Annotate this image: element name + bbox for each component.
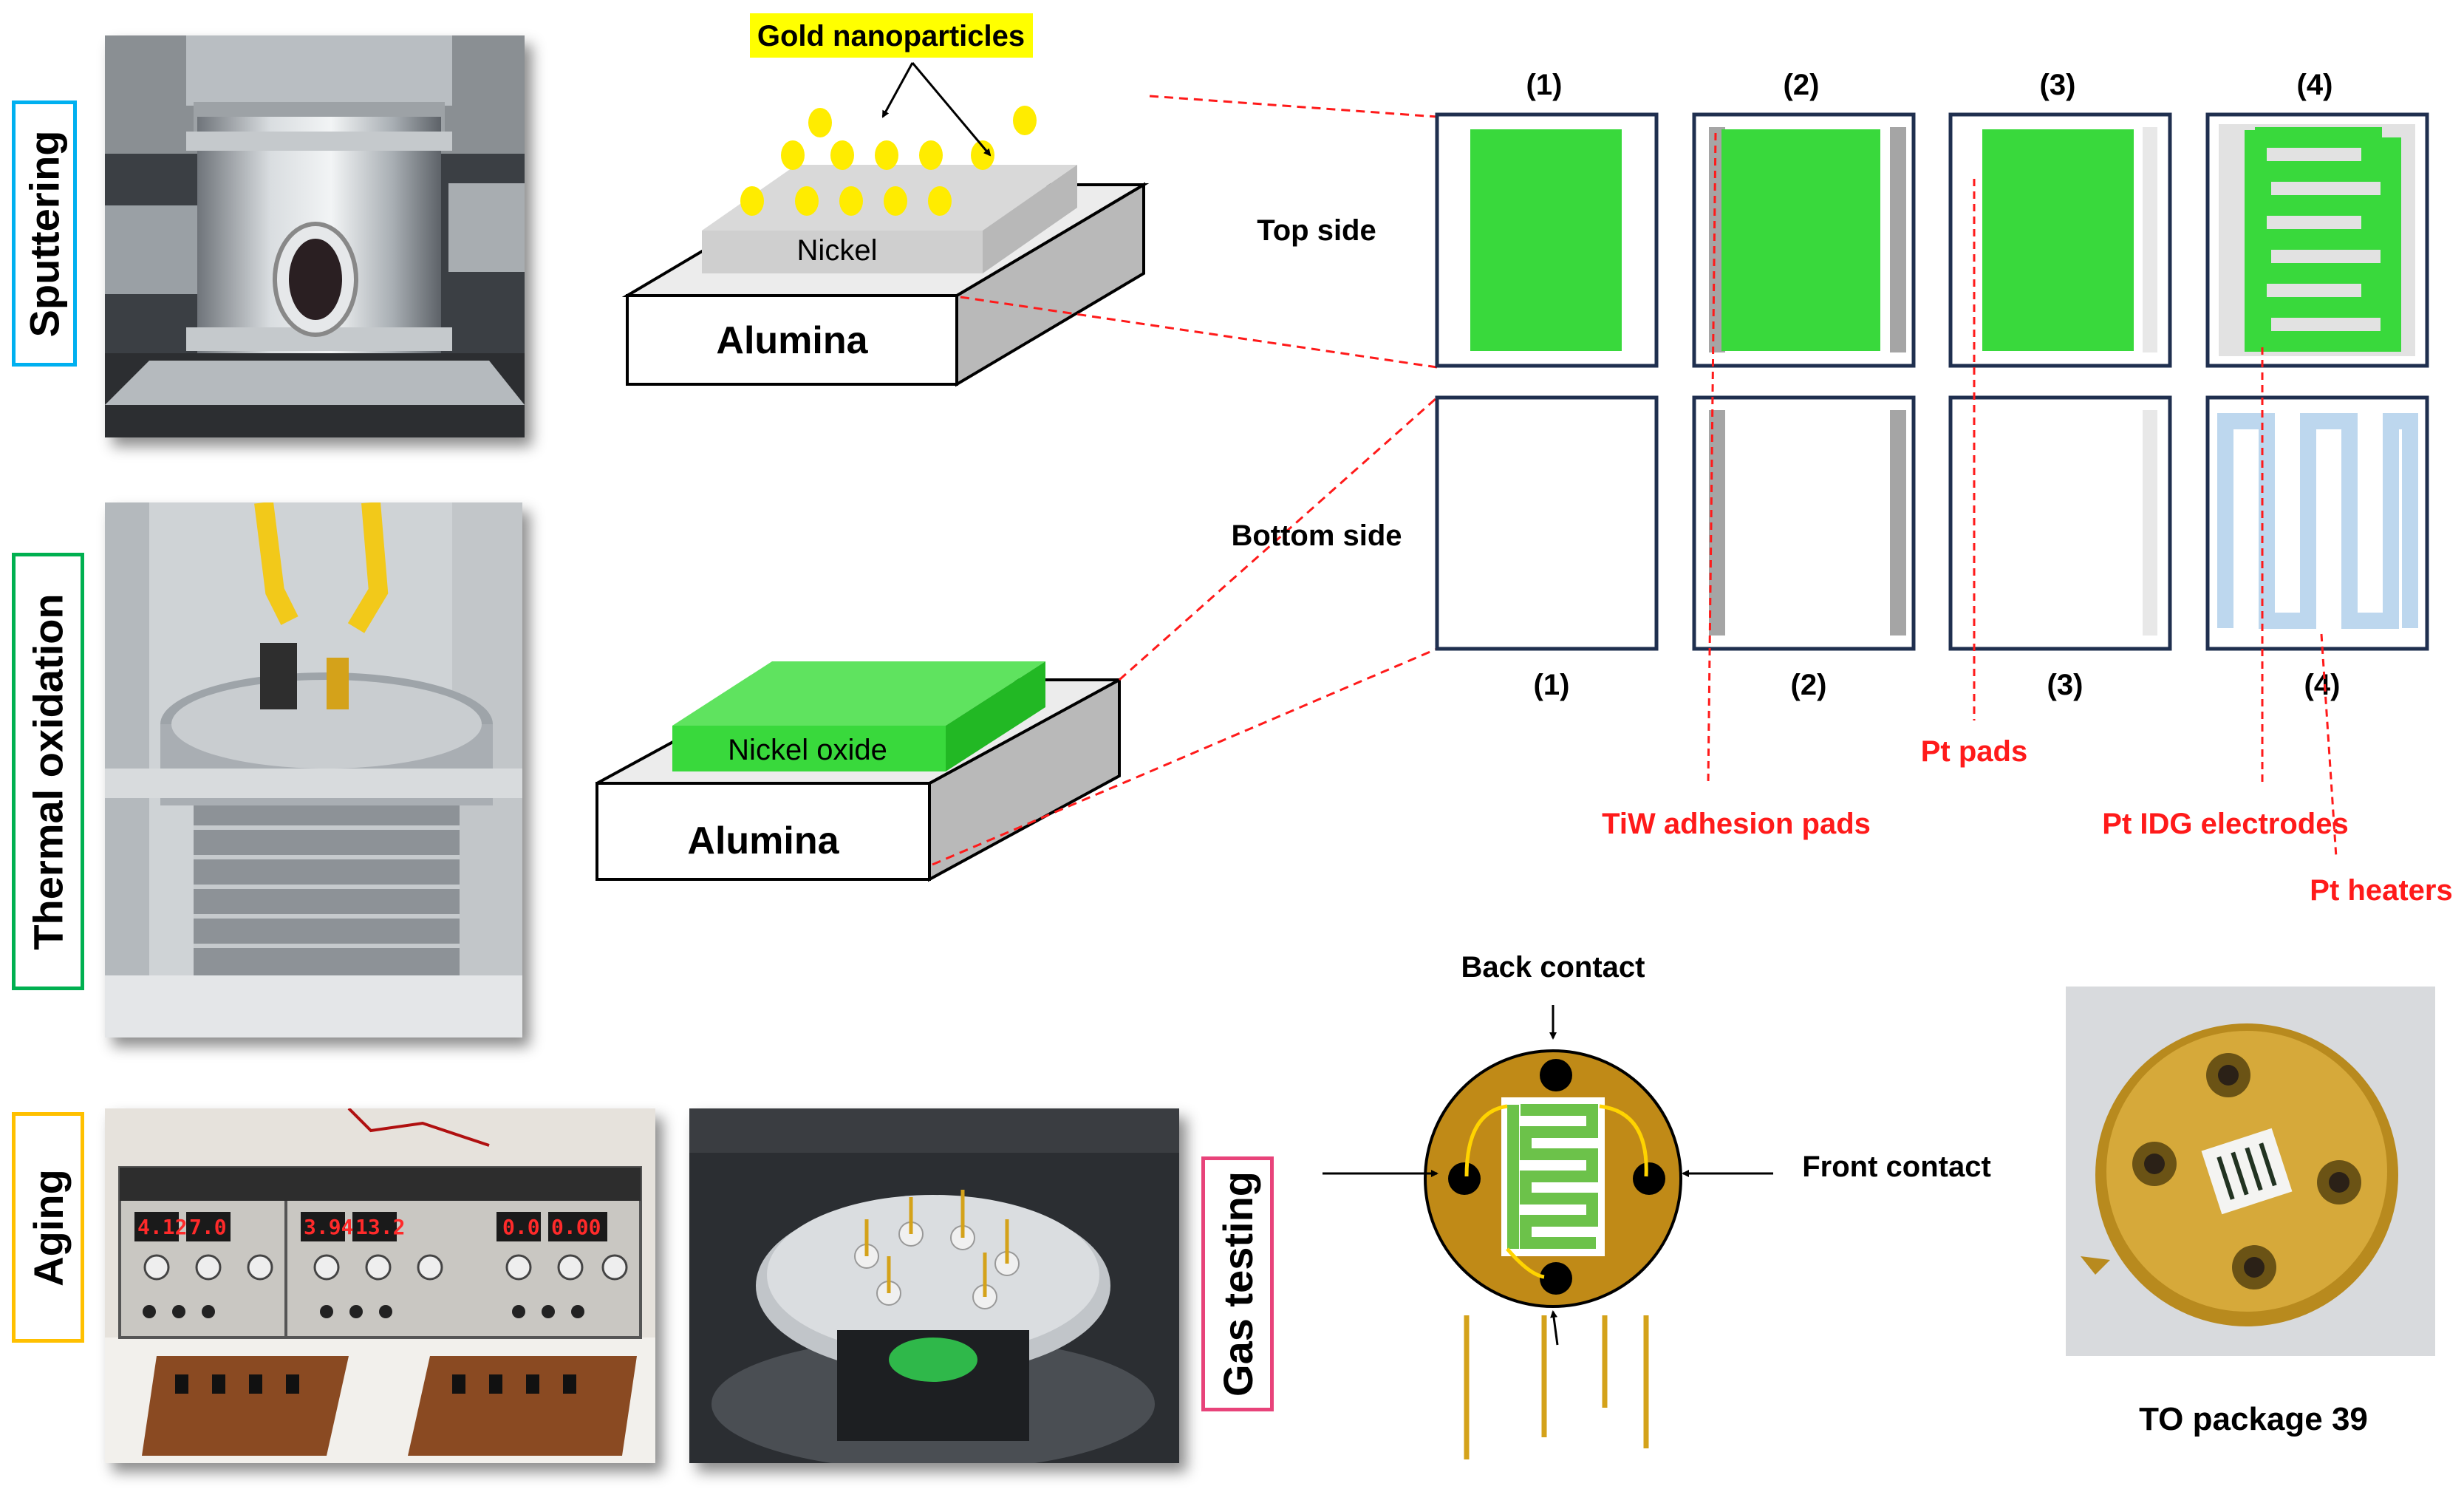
meter-reading: 3.94 [304,1215,353,1239]
bottom-panel-number: (4) [2304,669,2341,701]
nickel-layer-label: Nickel [797,234,878,267]
nickel-substrate: Nickel Alumina [621,106,1150,387]
nanoparticle-arrow [911,62,992,157]
bottom-panel-number: (3) [2047,669,2084,701]
gas-testing-label: Gas testing [1201,1156,1274,1411]
meter-reading: 4.12 [137,1215,187,1239]
gold-nanoparticle-dots [740,106,1037,216]
to-package-caption: TO package 39 [2139,1401,2368,1437]
top-panel-number: (3) [2040,69,2076,101]
bottom-side-panels [1435,395,2429,651]
pt-heaters-annotation: Pt heaters [2310,874,2452,907]
alumina-label-bottom: Alumina [687,820,839,862]
pt-idg-annotation: Pt IDG electrodes [2102,808,2348,840]
meter-reading: 13.2 [355,1215,405,1239]
nickel-oxide-substrate: Nickel oxide Alumina [595,661,1121,882]
top-panel-number: (1) [1526,69,1563,101]
pt-pads-annotation: Pt pads [1921,735,2027,768]
nanoparticles-highlight [750,13,1033,58]
aging-label: Aging [12,1112,84,1343]
gas-testing-chamber-photo [689,1108,1179,1463]
thermal-oxidation-label: Thermal oxidation [12,553,84,990]
nanoparticle-arrow [881,62,914,118]
annotation-leaders [1707,132,2338,858]
top-side-panels [1435,112,2429,368]
front-contact-label: Front contact [1802,1151,1991,1183]
top-panel-number: (2) [1784,69,1820,101]
gold-nanoparticles-label: Gold nanoparticles [757,20,1025,52]
projection-lines [932,95,1438,866]
aging-power-supplies-photo: 4.12 7.0 3.94 13.2 0.0 0.00 [105,1108,655,1463]
top-side-label: Top side [1257,214,1376,247]
top-panel-number: (4) [2297,69,2333,101]
thermal-oxidation-furnace-photo [105,502,522,1037]
alumina-label-top: Alumina [716,319,868,362]
meter-reading: 7.0 [189,1215,227,1239]
sputtering-label: Sputtering [12,100,77,367]
bottom-side-label: Bottom side [1231,519,1402,552]
nickel-oxide-label: Nickel oxide [728,734,887,766]
sputtering-chamber-photo [105,35,525,437]
to-package-diagram [1323,1005,1773,1459]
meter-reading: 0.00 [551,1215,601,1239]
bottom-panel-number: (2) [1791,669,1827,701]
bottom-panel-number: (1) [1534,669,1570,701]
back-contact-label: Back contact [1461,951,1645,984]
tiw-pads-annotation: TiW adhesion pads [1602,808,1871,840]
meter-reading: 0.0 [502,1215,540,1239]
to-package-photo [2066,987,2435,1356]
